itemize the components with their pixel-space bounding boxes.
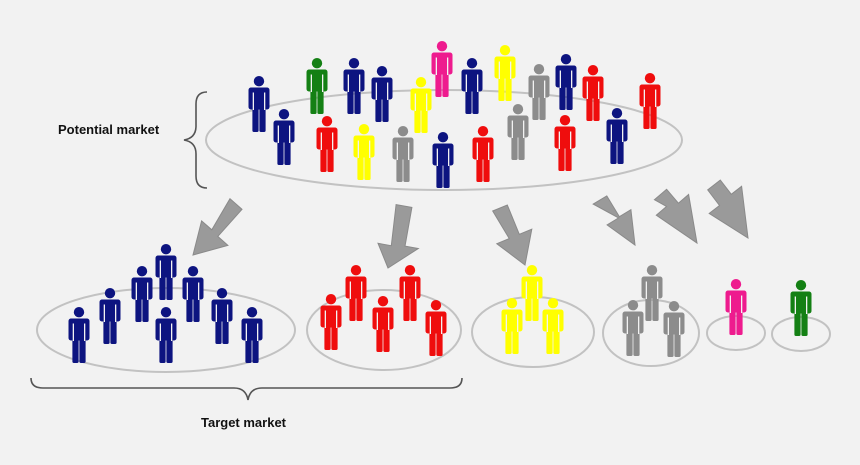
potential-person-magenta (431, 41, 453, 97)
potential-person-gray (507, 104, 529, 160)
potential-person-navy (273, 109, 295, 165)
navy-segment-person (211, 288, 233, 344)
potential-person-gray (528, 63, 550, 120)
potential-person-red (472, 126, 494, 182)
arrow-to-green-segment (707, 179, 749, 239)
potential-person-navy (555, 54, 577, 110)
red-segment-person (320, 294, 342, 350)
potential-person-yellow (494, 45, 516, 101)
navy-segment-person (155, 244, 177, 300)
arrow-to-navy-segment (192, 197, 243, 256)
arrow-to-red-segment (377, 204, 420, 269)
green-segment-person (790, 280, 812, 336)
potential-person-navy (343, 58, 365, 114)
potential-person-green (306, 58, 328, 114)
target-market-brace (30, 377, 463, 401)
potential-person-navy (461, 58, 483, 114)
yellow-segment-person (542, 298, 564, 354)
potential-person-yellow (410, 77, 432, 133)
potential-person-yellow (353, 124, 375, 180)
magenta-segment-ellipse (706, 315, 766, 351)
potential-person-navy (248, 76, 270, 132)
potential-person-red (554, 115, 576, 171)
navy-segment-person (241, 307, 263, 363)
arrow-to-magenta-segment (653, 188, 698, 245)
navy-segment-person (99, 288, 121, 344)
potential-market-brace (183, 91, 208, 189)
green-segment-ellipse (771, 316, 831, 352)
potential-person-navy (606, 108, 628, 164)
navy-segment-person (155, 307, 177, 363)
potential-market-label: Potential market (58, 122, 160, 137)
gray-segment-person (622, 300, 644, 356)
potential-person-gray (392, 126, 414, 182)
yellow-segment-person (501, 298, 523, 354)
navy-segment-person (131, 266, 153, 322)
arrow-to-yellow-segment (491, 204, 533, 266)
arrow-to-gray-segment (592, 195, 636, 247)
red-segment-ellipse (306, 289, 462, 371)
navy-segment-ellipse (36, 287, 296, 373)
potential-person-red (316, 116, 338, 172)
potential-person-navy (432, 132, 454, 188)
yellow-segment-person (521, 265, 543, 321)
target-market-label: Target market (201, 415, 287, 430)
red-segment-person (372, 296, 394, 352)
potential-person-navy (371, 66, 393, 122)
red-segment-person (425, 300, 447, 356)
gray-segment-person (663, 301, 685, 357)
navy-segment-person (182, 266, 204, 322)
gray-segment-person (641, 265, 663, 321)
red-segment-person (399, 265, 421, 321)
people-layer (68, 41, 812, 363)
potential-person-red (639, 73, 661, 129)
red-segment-person (345, 265, 367, 321)
magenta-segment-person (725, 279, 747, 335)
potential-person-red (582, 65, 604, 121)
navy-segment-person (68, 307, 90, 363)
